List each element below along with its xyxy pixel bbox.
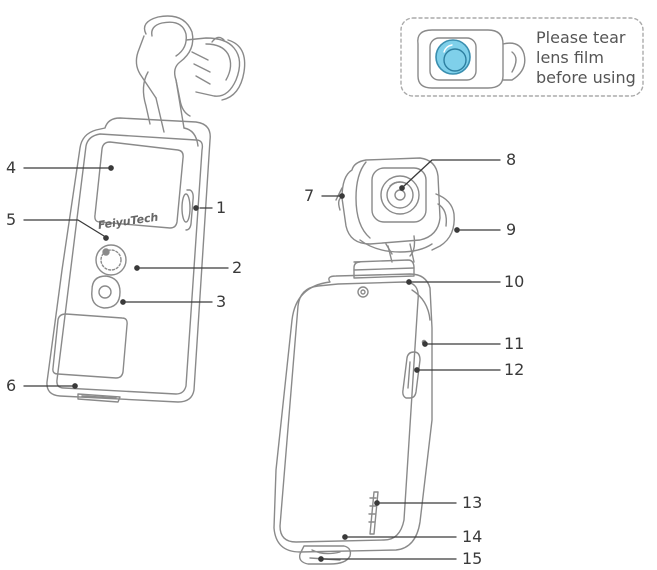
lens-film-note: Please tear lens film before using bbox=[536, 28, 648, 88]
callout-4: 4 bbox=[6, 158, 17, 177]
callout-10: 10 bbox=[504, 272, 525, 291]
leader-lines bbox=[23, 159, 501, 562]
callout-11: 11 bbox=[504, 334, 525, 353]
callout-7: 7 bbox=[304, 186, 315, 205]
callout-5: 5 bbox=[6, 210, 17, 229]
callout-2: 2 bbox=[232, 258, 243, 277]
note-line: Please tear bbox=[536, 28, 626, 47]
note-line: lens film bbox=[536, 48, 604, 67]
callout-9: 9 bbox=[506, 220, 517, 239]
callout-14: 14 bbox=[462, 527, 483, 546]
callout-15: 15 bbox=[462, 549, 483, 568]
lens-film-icon bbox=[417, 29, 526, 89]
callout-3: 3 bbox=[216, 292, 227, 311]
callout-12: 12 bbox=[504, 360, 525, 379]
lens-film-note-box bbox=[400, 17, 644, 97]
note-line: before using bbox=[536, 68, 636, 87]
callout-13: 13 bbox=[462, 493, 483, 512]
left-device bbox=[46, 15, 246, 403]
callout-6: 6 bbox=[6, 376, 17, 395]
callout-8: 8 bbox=[506, 150, 517, 169]
callout-1: 1 bbox=[216, 198, 227, 217]
